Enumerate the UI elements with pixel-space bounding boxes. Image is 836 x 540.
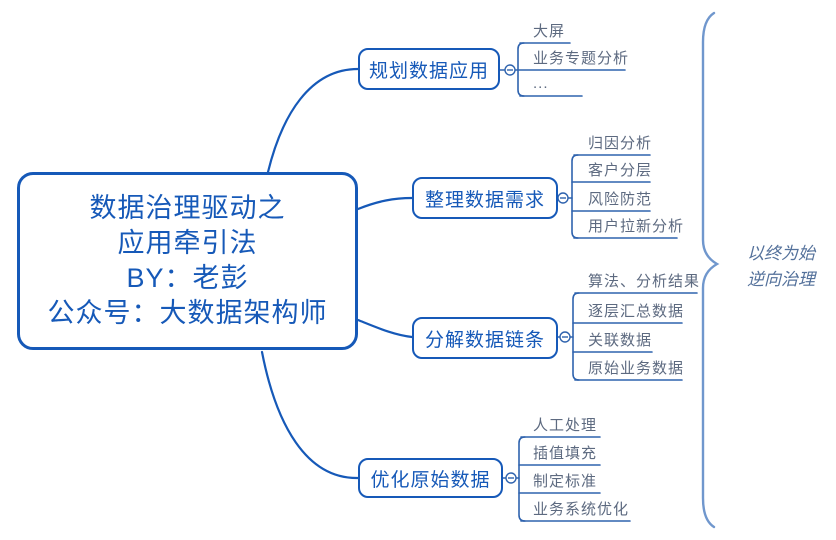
connector-root-branch2 <box>356 196 414 211</box>
central-topic-line-4: 公众号：大数据架构师 <box>47 298 328 328</box>
child-topic-4-4[interactable]: 业务系统优化 <box>533 501 630 518</box>
child-topic-1-1[interactable]: 大屏 <box>533 23 566 40</box>
brace-annotation-line-2: 逆向治理 <box>747 270 815 289</box>
brace-annotation-line-1: 以终为始 <box>747 244 815 263</box>
child-topic-4-1[interactable]: 人工处理 <box>533 417 598 434</box>
connector-root-branch3 <box>356 318 414 339</box>
branch-topic-4[interactable]: 优化原始数据 <box>358 458 503 498</box>
branch-topic-1[interactable]: 规划数据应用 <box>358 48 500 90</box>
brace <box>701 11 720 529</box>
child-topic-3-4[interactable]: 原始业务数据 <box>588 360 685 377</box>
collapse-toggle-branch3[interactable] <box>559 331 571 343</box>
central-topic-line-1: 数据治理驱动之 <box>89 193 286 223</box>
central-topic-line-2: 应用牵引法 <box>117 228 258 258</box>
central-topic[interactable]: 数据治理驱动之 应用牵引法 BY：老彭 公众号：大数据架构师 <box>17 172 358 350</box>
branch-topic-2[interactable]: 整理数据需求 <box>412 177 558 219</box>
central-topic-line-3: BY：老彭 <box>126 263 249 293</box>
collapse-toggle-branch1[interactable] <box>504 64 516 76</box>
child-topic-3-1[interactable]: 算法、分析结果 <box>588 273 701 290</box>
connector-root-branch1 <box>266 67 360 174</box>
child-topic-1-2[interactable]: 业务专题分析 <box>533 50 630 67</box>
child-topic-1-3[interactable]: ... <box>533 75 549 92</box>
collapse-toggle-branch2[interactable] <box>557 192 569 204</box>
brace-annotation[interactable]: 以终为始 逆向治理 <box>736 241 826 293</box>
child-topic-4-3[interactable]: 制定标准 <box>533 473 598 490</box>
branch-topic-3[interactable]: 分解数据链条 <box>412 317 558 359</box>
child-topic-4-2[interactable]: 插值填充 <box>533 445 598 462</box>
connector-root-branch4 <box>260 350 360 480</box>
child-topic-2-3[interactable]: 风险防范 <box>588 191 653 208</box>
branch4-spine <box>518 436 526 522</box>
child-topic-2-1[interactable]: 归因分析 <box>588 135 653 152</box>
child-topic-3-3[interactable]: 关联数据 <box>588 332 653 349</box>
child-topic-3-2[interactable]: 逐层汇总数据 <box>588 303 685 320</box>
branch2-spine <box>571 154 579 239</box>
child-topic-2-2[interactable]: 客户分层 <box>588 162 653 179</box>
collapse-toggle-branch4[interactable] <box>505 472 517 484</box>
branch3-spine <box>572 292 580 381</box>
child-topic-2-4[interactable]: 用户拉新分析 <box>588 218 685 235</box>
